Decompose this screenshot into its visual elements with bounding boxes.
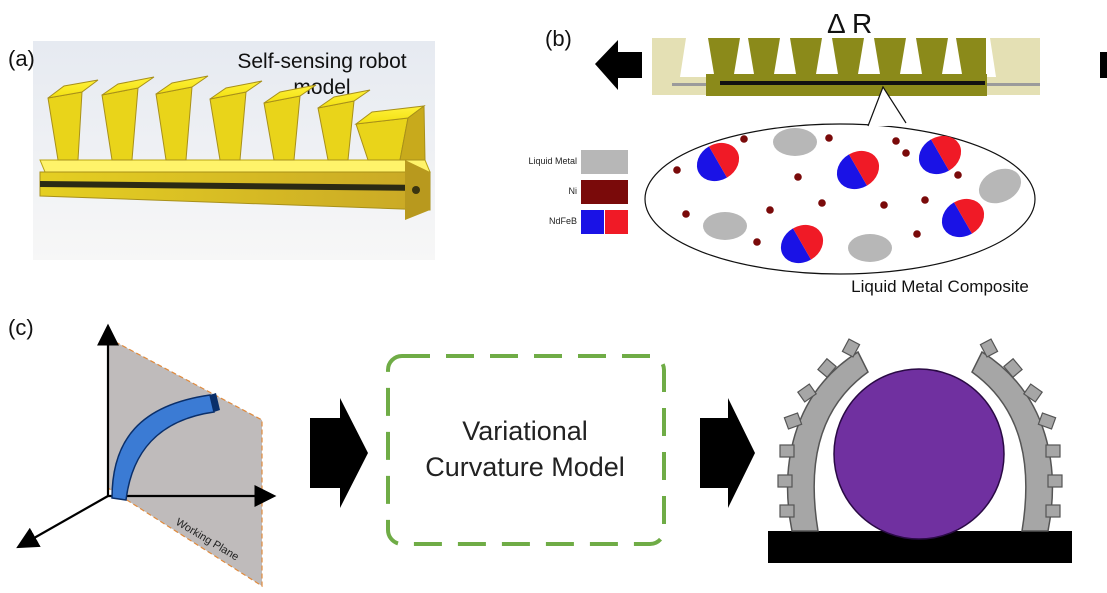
panel-c: (c) Working Plane Variational Curvature … — [8, 315, 1072, 588]
liquid-metal-droplet — [978, 168, 1022, 204]
ni-particle — [954, 171, 962, 179]
ndfeb-particle — [781, 224, 823, 264]
panel-a-label: (a) — [8, 46, 35, 71]
y-axis-arrow — [16, 495, 109, 549]
ni-particle — [880, 201, 888, 209]
liquid-metal-droplet — [773, 128, 817, 156]
composite-callout-ellipse — [644, 123, 1036, 275]
composite-particles — [673, 128, 1022, 264]
composite-legend: Liquid Metal Ni NdFeB — [528, 150, 628, 234]
gripper-right-teeth — [979, 338, 1063, 518]
grasped-ball — [833, 368, 1005, 540]
ni-particle — [766, 206, 774, 214]
callout-pointer — [867, 85, 907, 127]
legend-ni-label: Ni — [569, 186, 578, 196]
robot-3d-model — [39, 75, 431, 220]
ni-particle — [794, 173, 802, 181]
gripper-left-teeth — [777, 338, 861, 518]
ndfeb-particle — [697, 142, 739, 182]
ni-particle — [892, 137, 900, 145]
gripper-left-finger — [786, 350, 869, 532]
beam-tip — [210, 393, 220, 412]
legend-liquid-metal-swatch — [581, 150, 628, 174]
robot-sensor-layer — [40, 181, 430, 191]
panel-b-label: (b) — [545, 26, 572, 51]
ni-particle — [913, 230, 921, 238]
delta-r-label: Δ R — [827, 8, 872, 39]
gripper-right-finger — [971, 350, 1054, 532]
ni-particle — [818, 199, 826, 207]
robot-stretched — [706, 38, 987, 96]
ndfeb-particle — [837, 150, 879, 190]
legend-ndfeb-swatch-blue — [581, 210, 604, 234]
composite-label: Liquid Metal Composite — [851, 277, 1029, 296]
robot-screw-hole — [412, 186, 420, 194]
ndfeb-particle — [919, 135, 961, 175]
flow-arrow-1-icon — [310, 398, 368, 508]
right-stretch-arrow-icon — [1100, 52, 1107, 78]
ni-particle — [921, 196, 929, 204]
sensor-strip — [720, 81, 985, 85]
model-box — [386, 354, 666, 546]
legend-liquid-metal-label: Liquid Metal — [528, 156, 577, 166]
panel-a-title-line1: Self-sensing robot — [237, 50, 406, 73]
gripper-illustration — [768, 338, 1072, 563]
model-label-line1: Variational — [462, 416, 588, 446]
ni-particle — [682, 210, 690, 218]
ni-particle — [902, 149, 910, 157]
working-plane — [107, 337, 263, 588]
left-stretch-arrow-icon — [595, 40, 642, 90]
robot-base-top — [39, 159, 431, 173]
ni-particle — [673, 166, 681, 174]
panel-a: (a) Self-sensing robot model — [8, 41, 435, 260]
panel-c-label: (c) — [8, 315, 34, 340]
robot-teeth — [47, 75, 426, 161]
panel-b: (b) Δ R — [528, 8, 1107, 296]
ndfeb-particle — [942, 198, 984, 238]
panel-a-title-line2: model — [293, 76, 350, 99]
ni-particle — [740, 135, 748, 143]
model-label-line2: Curvature Model — [425, 452, 625, 482]
legend-ndfeb-swatch-red — [605, 210, 628, 234]
flow-arrow-2-icon — [700, 398, 755, 508]
liquid-metal-droplet — [703, 212, 747, 240]
legend-ni-swatch — [581, 180, 628, 204]
ni-particle — [753, 238, 761, 246]
liquid-metal-droplet — [848, 234, 892, 262]
legend-ndfeb-label: NdFeB — [549, 216, 577, 226]
ni-particle — [825, 134, 833, 142]
